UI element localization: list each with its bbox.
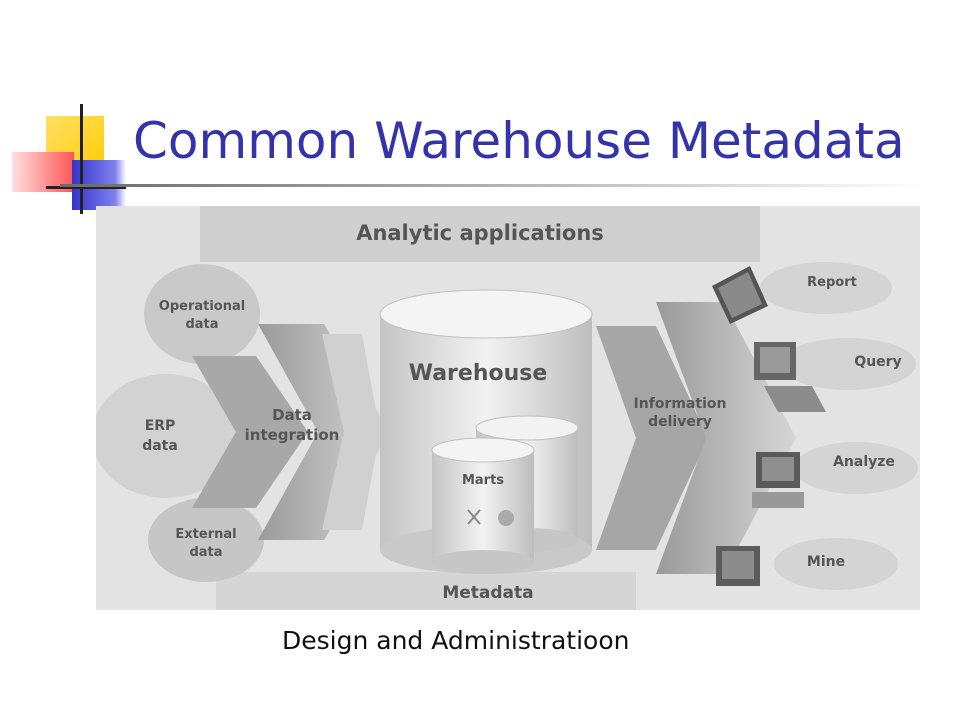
deco-horizontal-line (46, 186, 126, 189)
external-data-source: External data (148, 498, 264, 582)
title-divider (60, 184, 930, 187)
query-output: Query (754, 338, 916, 412)
svg-text:Data: Data (272, 406, 312, 424)
svg-text:integration: integration (245, 426, 340, 444)
svg-text:Analyze: Analyze (833, 454, 895, 470)
warehouse-diagram: Analytic applications Metadata Operation… (92, 206, 920, 610)
monitor-icon (716, 546, 760, 586)
svg-text:delivery: delivery (648, 414, 712, 430)
svg-text:External: External (175, 527, 236, 542)
data-integration-arrow: Data integration (192, 324, 390, 540)
analytic-applications-band: Analytic applications (200, 206, 760, 262)
mart-dot-icon (498, 510, 514, 526)
marts-label: Marts (462, 473, 504, 488)
information-delivery-arrow: Information delivery (596, 302, 796, 574)
svg-text:Mine: Mine (807, 554, 845, 570)
metadata-label: Metadata (442, 583, 533, 603)
slide-title: Common Warehouse Metadata (133, 112, 905, 170)
marts-cylinders: Marts (431, 415, 579, 574)
svg-text:Report: Report (807, 275, 857, 290)
svg-text:Operational: Operational (159, 299, 245, 314)
metadata-band: Metadata (216, 572, 636, 610)
mine-output: Mine (716, 538, 898, 590)
slide-caption: Design and Administratioon (282, 626, 630, 655)
workstation-icon (752, 452, 804, 508)
svg-text:Information: Information (634, 396, 727, 412)
svg-text:data: data (189, 545, 222, 560)
report-output: Report (712, 262, 892, 324)
svg-text:Query: Query (854, 354, 901, 370)
deco-vertical-line (80, 104, 83, 214)
mart-cross-icon (467, 509, 481, 525)
analytic-applications-label: Analytic applications (356, 221, 604, 245)
erp-data-source: ERP data (92, 374, 240, 498)
svg-text:data: data (142, 438, 178, 454)
computer-icon (754, 342, 826, 412)
operational-data-source: Operational data (144, 264, 260, 364)
analyze-output: Analyze (752, 442, 918, 508)
laptop-icon (712, 266, 768, 324)
warehouse-label: Warehouse (409, 361, 548, 386)
svg-text:ERP: ERP (145, 418, 176, 434)
svg-text:data: data (185, 317, 218, 332)
